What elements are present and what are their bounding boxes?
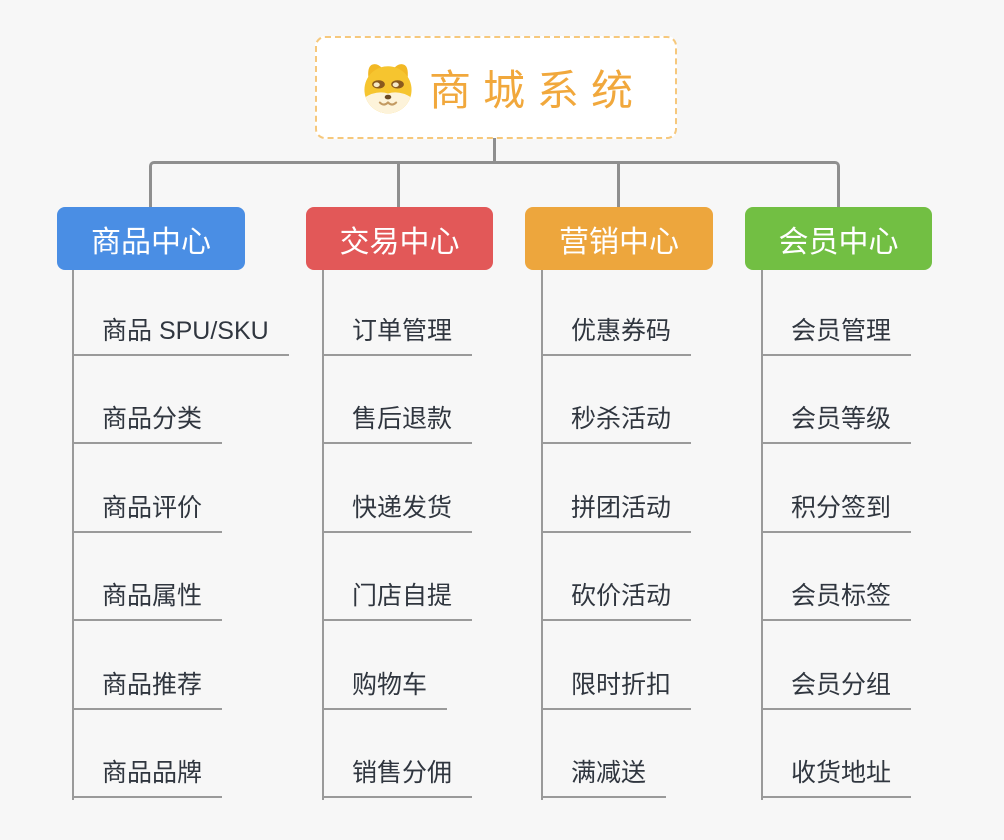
leaf-item-label[interactable]: 会员等级 [761,399,912,444]
leaf-item: 砍价活动 [541,533,692,621]
leaf-item-label[interactable]: 购物车 [322,665,448,710]
leaf-item-label[interactable]: 满减送 [541,753,667,798]
leaf-item: 商品 SPU/SKU [72,267,289,356]
leaf-item: 优惠券码 [541,267,692,356]
branch-node-product-center[interactable]: 商品中心 [57,207,245,270]
leaf-list-member-center: 会员管理会员等级积分签到会员标签会员分组收货地址 [761,267,912,798]
leaf-list-product-center: 商品 SPU/SKU 商品分类商品评价商品属性商品推荐商品品牌 [72,267,289,798]
leaf-item: 商品推荐 [72,621,289,710]
leaf-item-label[interactable]: 快递发货 [322,488,473,533]
leaf-item: 门店自提 [322,533,473,621]
leaf-item: 订单管理 [322,267,473,356]
leaf-item: 商品分类 [72,356,289,444]
leaf-item-label[interactable]: 商品评价 [72,488,223,533]
leaf-spine-connector-marketing-center [541,270,543,800]
root-stem-connector [493,138,496,164]
dog-face-icon [359,59,417,117]
leaf-item-label[interactable]: 拼团活动 [541,488,692,533]
leaf-item: 销售分佣 [322,710,473,798]
leaf-spine-connector-product-center [72,270,74,800]
branch-drop-connector [397,161,400,207]
leaf-item-label[interactable]: 门店自提 [322,576,473,621]
root-topic-node[interactable]: 商城系统 [315,36,677,139]
leaf-item: 售后退款 [322,356,473,444]
branch-bus-connector [149,161,840,207]
leaf-item-label[interactable]: 砍价活动 [541,576,692,621]
leaf-item-label[interactable]: 售后退款 [322,399,473,444]
leaf-item-label[interactable]: 商品分类 [72,399,223,444]
leaf-item: 满减送 [541,710,691,798]
leaf-item: 商品评价 [72,444,289,533]
root-topic-title: 商城系统 [428,67,645,114]
leaf-item-label[interactable]: 会员管理 [761,311,912,356]
leaf-spine-connector-member-center [761,270,763,800]
leaf-item: 拼团活动 [541,444,692,533]
leaf-item: 会员分组 [761,621,912,710]
leaf-item: 秒杀活动 [541,356,692,444]
leaf-item-label[interactable]: 商品推荐 [72,665,223,710]
branch-node-marketing-center[interactable]: 营销中心 [525,207,713,270]
leaf-item: 会员管理 [761,267,912,356]
leaf-item-label[interactable]: 积分签到 [761,488,912,533]
leaf-item: 快递发货 [322,444,473,533]
leaf-item: 限时折扣 [541,621,692,710]
leaf-item-label[interactable]: 会员分组 [761,665,912,710]
leaf-item-label[interactable]: 优惠券码 [541,311,692,356]
leaf-item-label[interactable]: 限时折扣 [541,665,692,710]
leaf-list-marketing-center: 优惠券码秒杀活动拼团活动砍价活动限时折扣满减送 [541,267,692,798]
leaf-item-label[interactable]: 商品属性 [72,576,223,621]
leaf-item-label[interactable]: 秒杀活动 [541,399,692,444]
branch-drop-connector [617,161,620,207]
leaf-item: 积分签到 [761,444,912,533]
leaf-item: 收货地址 [761,710,912,798]
leaf-item-label[interactable]: 销售分佣 [322,753,473,798]
leaf-spine-connector-trade-center [322,270,324,800]
branch-node-trade-center[interactable]: 交易中心 [306,207,493,270]
leaf-item-label[interactable]: 订单管理 [322,311,473,356]
leaf-item-label[interactable]: 收货地址 [761,753,912,798]
leaf-item: 会员标签 [761,533,912,621]
leaf-item-label[interactable]: 商品 SPU/SKU [72,311,289,356]
leaf-item: 会员等级 [761,356,912,444]
leaf-item: 商品属性 [72,533,289,621]
leaf-item: 商品品牌 [72,710,289,798]
leaf-list-trade-center: 订单管理售后退款快递发货门店自提购物车销售分佣 [322,267,473,798]
leaf-item-label[interactable]: 会员标签 [761,576,912,621]
branch-node-member-center[interactable]: 会员中心 [745,207,932,270]
leaf-item: 购物车 [322,621,472,710]
leaf-item-label[interactable]: 商品品牌 [72,753,223,798]
